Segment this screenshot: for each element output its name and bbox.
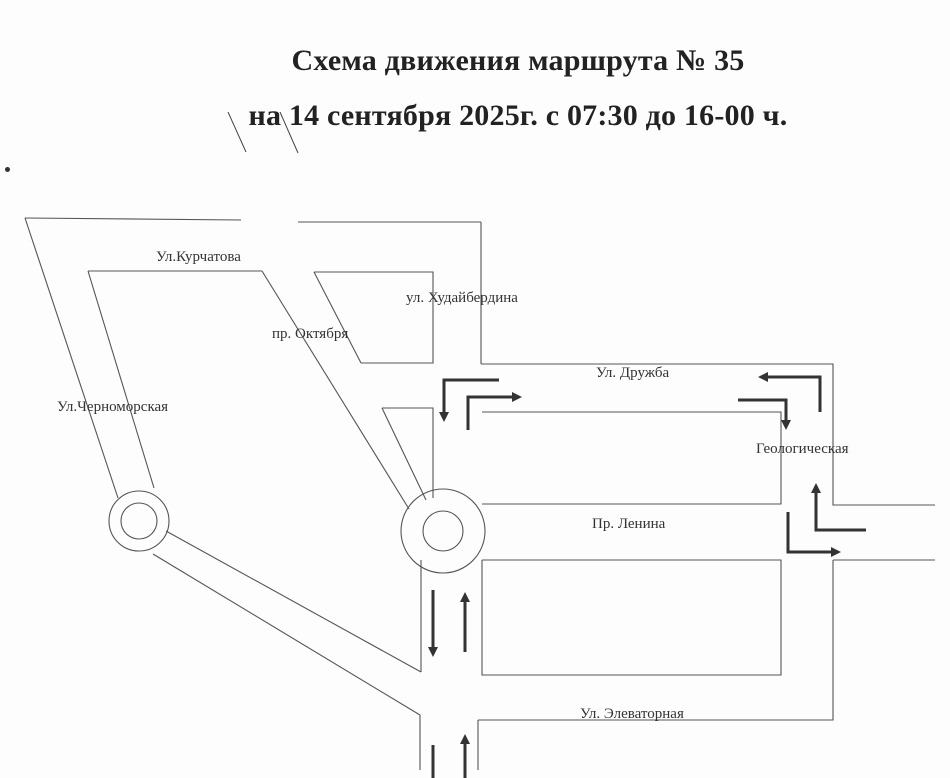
street-label-druzhba: Ул. Дружба [596, 365, 670, 381]
roundabout-center-outer [400, 488, 486, 574]
roads [24, 217, 935, 770]
block-south [481, 559, 782, 676]
road-top-left-edge [24, 217, 242, 221]
street-label-lenina: Пр. Ленина [592, 516, 666, 532]
pen-marks [227, 111, 299, 154]
street-label-elevatornaya: Ул. Элеваторная [580, 706, 684, 722]
street-label-oktyabrya: пр. Октября [272, 326, 348, 342]
street-labels: Ул.Курчатова ул. Худайбердина пр. Октябр… [57, 249, 849, 722]
scheme-title: Схема движения маршрута № 35 [291, 44, 745, 77]
arrow-right-onto-druzhba [466, 395, 512, 430]
arrow-head-right-2 [831, 547, 841, 557]
road-elevatornaya [478, 560, 834, 721]
route-arrows [428, 372, 866, 778]
road-diagonal-lower [152, 553, 421, 716]
scheme-subtitle-date: на 14 сентября 2025г. с 07:30 до 16-00 ч… [248, 99, 788, 132]
arrow-right-onto-lenina [786, 512, 831, 554]
road-oktyabrya-left [261, 270, 410, 510]
arrow-head-right-1 [512, 392, 522, 402]
road-khudaiberdina-block [314, 271, 434, 364]
arrow-head-down-3 [428, 647, 438, 657]
road-oktyabrya-right [313, 271, 362, 364]
arrow-down-from-druzhba [442, 378, 499, 412]
arrow-up-from-lenina [814, 493, 866, 532]
road-chernomorskaya-right [87, 270, 155, 489]
bullet-dot [5, 167, 10, 172]
arrow-head-down-1 [439, 412, 449, 422]
street-label-chernomorskaya: Ул.Черноморская [57, 399, 168, 415]
arrow-head-up-1 [811, 483, 821, 493]
street-label-kurchatova: Ул.Курчатова [156, 249, 241, 265]
arrow-head-left-1 [758, 372, 768, 382]
arrow-left-on-druzhba [768, 375, 822, 412]
road-oktyabrya-wedge [382, 407, 434, 498]
road-oktyabrya-wedge-left [381, 407, 427, 501]
block-north [482, 411, 782, 505]
roundabout-left-outer [108, 490, 170, 552]
arrow-head-up-3 [460, 734, 470, 744]
arrow-head-down-2 [781, 420, 791, 430]
street-label-khudaiberdina: ул. Худайбердина [406, 290, 518, 306]
roundabout-center-inner [422, 510, 464, 552]
arrow-down-to-geologicheskaya [738, 398, 788, 420]
roundabout-left-inner [120, 502, 158, 540]
road-chernomorskaya-left [24, 217, 119, 499]
street-label-geologicheskaya: Геологическая [756, 441, 849, 457]
arrow-head-up-2 [460, 592, 470, 602]
road-diagonal-upper [165, 530, 422, 673]
road-druzhba-upper [481, 363, 935, 506]
